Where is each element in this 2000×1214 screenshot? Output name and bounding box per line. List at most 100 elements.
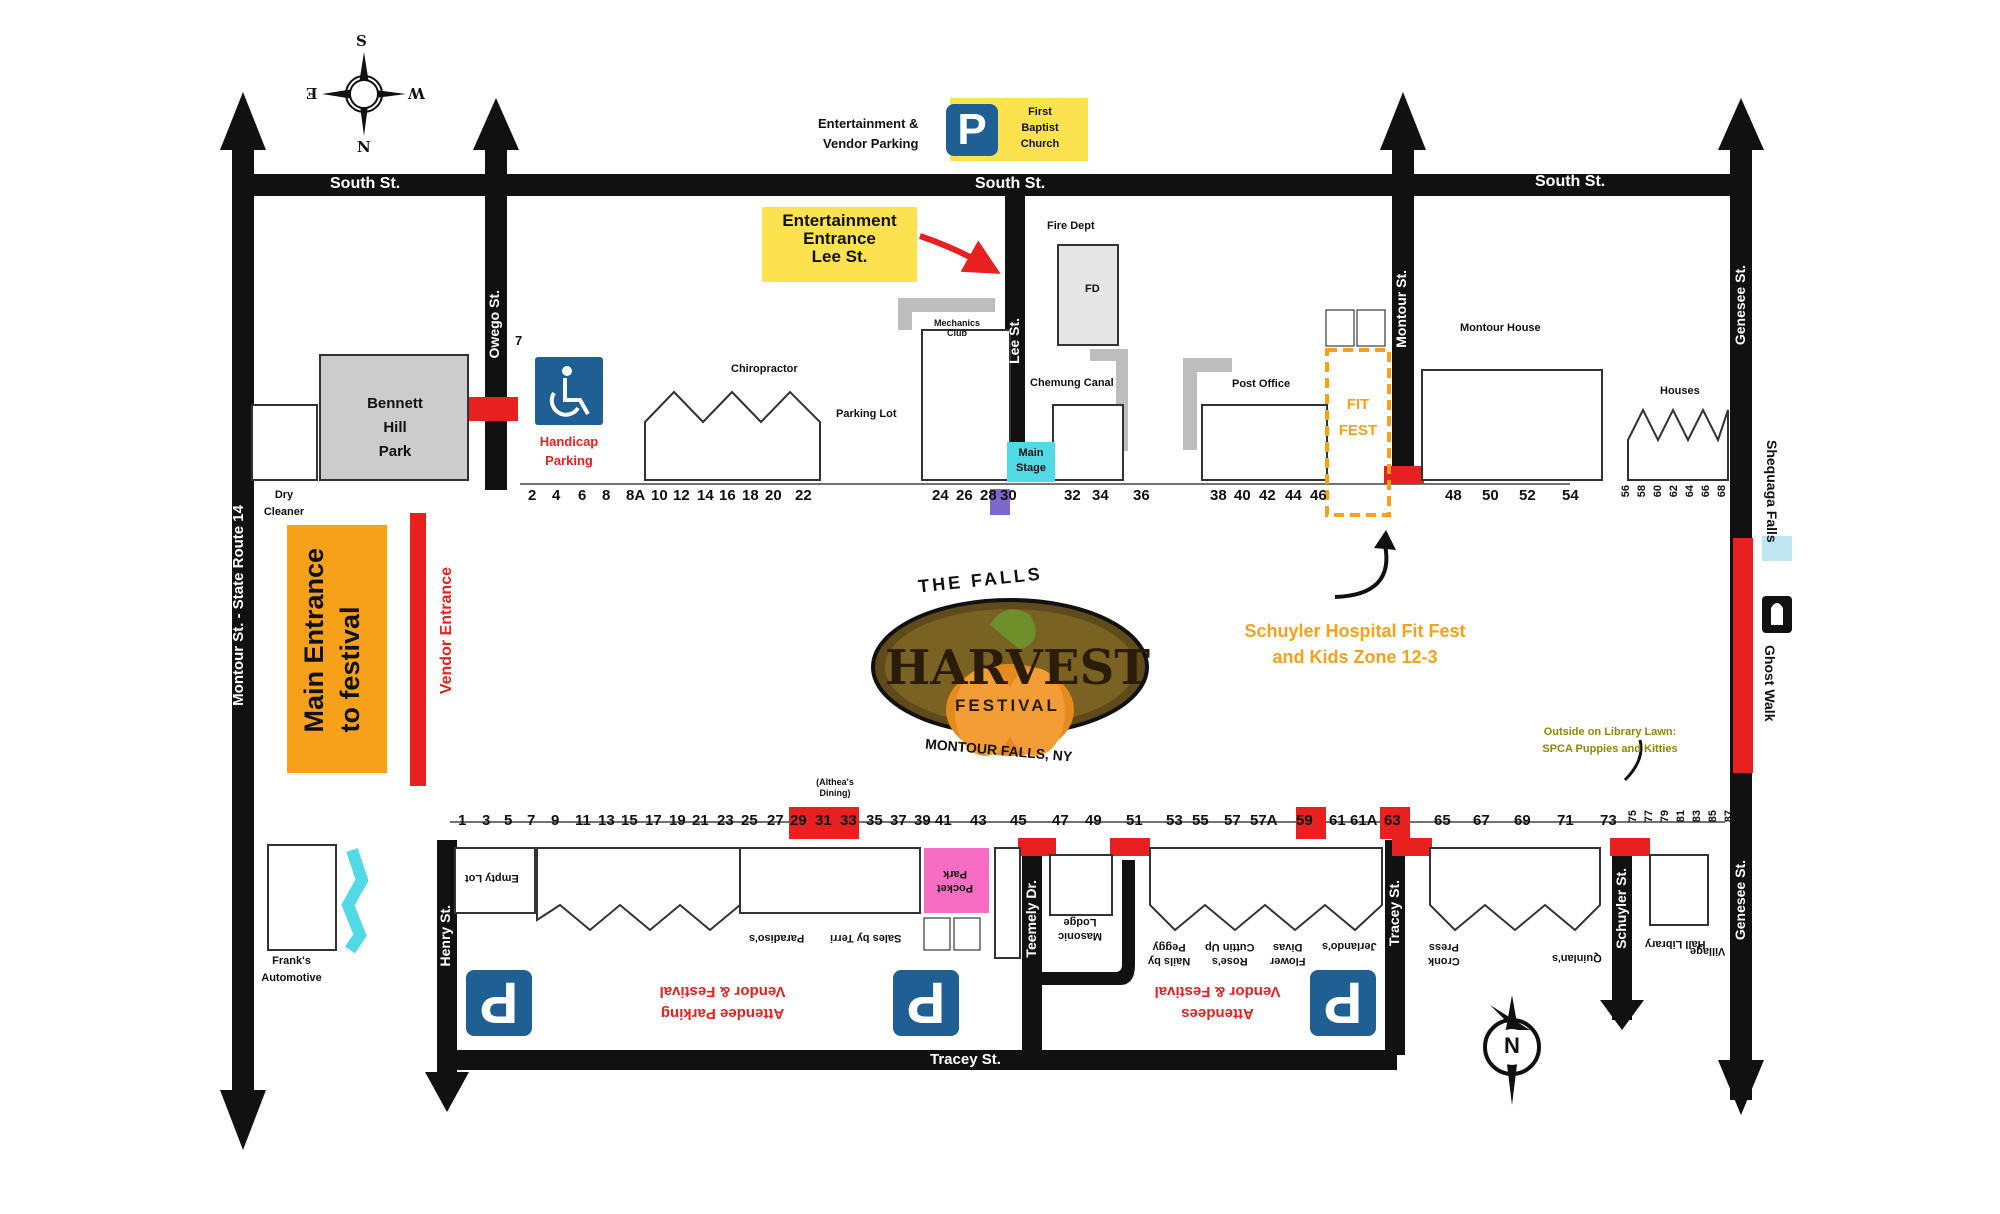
booth-number: 4	[552, 487, 561, 504]
booth-number: 13	[598, 812, 615, 829]
booth-29-33	[789, 807, 859, 839]
booth-number: 75	[1627, 810, 1639, 823]
booth-number: 51	[1126, 812, 1143, 829]
booth-number: 83	[1691, 810, 1703, 823]
booth-number: 8	[602, 487, 611, 504]
booth-number: 57A	[1250, 812, 1278, 829]
pocket-park-area	[924, 848, 989, 913]
booth-number: 14	[697, 487, 714, 504]
booth-number: 26	[956, 487, 973, 504]
booth-number: 69	[1514, 812, 1531, 829]
genesee-upper-label: Genesee St.	[1732, 265, 1748, 346]
booth-number: 87	[1723, 810, 1735, 823]
booth-number: 32	[1064, 487, 1081, 504]
owego-st-label: Owego St.	[486, 290, 502, 359]
booth-number: 56	[1620, 485, 1632, 498]
booth-number: 24	[932, 487, 949, 504]
lee-st-label: Lee St.	[1006, 318, 1022, 364]
booth-number: 58	[1636, 485, 1648, 498]
booth-number: 27	[767, 812, 784, 829]
quinlans-label: Quinlan's	[1552, 952, 1602, 964]
south-st-label-mid: South St.	[975, 175, 1046, 192]
jerlandos-label: Jerlando's	[1322, 940, 1377, 952]
booth-number: 48	[1445, 487, 1462, 504]
booth-number: 42	[1259, 487, 1276, 504]
booth-number: 9	[551, 812, 560, 829]
booth-number: 33	[840, 812, 857, 829]
tracey-st-vert-label: Tracey St.	[1386, 880, 1402, 947]
booth-number: 16	[719, 487, 736, 504]
owego-entrance-marker	[466, 397, 518, 421]
parking-p-icon-2: P	[893, 970, 959, 1036]
booth-number: 17	[645, 812, 662, 829]
logo-harvest: HARVEST	[885, 640, 1150, 696]
teemely-road	[1022, 840, 1042, 1060]
ghost-walk-label: Ghost Walk	[1762, 645, 1778, 722]
compass-e-letter: E	[306, 84, 318, 102]
booth-number: 34	[1092, 487, 1109, 504]
booth-number: 63	[1384, 812, 1401, 829]
booth-number: 8A	[626, 487, 646, 504]
henry-arrow	[425, 1072, 469, 1112]
row-buildings-2	[1149, 847, 1383, 932]
booth-number: 21	[692, 812, 709, 829]
booth-number: 18	[742, 487, 759, 504]
genesee-lower-label: Genesee St.	[1732, 860, 1748, 941]
booth-number: 28	[980, 487, 997, 504]
booth-number: 53	[1166, 812, 1183, 829]
booth-number: 55	[1192, 812, 1209, 829]
entrance-markers	[410, 397, 1753, 856]
library-building	[1649, 854, 1709, 926]
booth-number: 67	[1473, 812, 1490, 829]
compass-w-letter: W	[408, 84, 425, 102]
franks-automotive-building	[267, 844, 337, 951]
booth-number: 20	[765, 487, 782, 504]
genesee-arrow-up	[1718, 98, 1764, 150]
genesee-red-bar	[1733, 538, 1753, 773]
post-office-label: Post Office	[1232, 378, 1291, 390]
entertainment-parking-label: Entertainment &Vendor Parking	[818, 116, 919, 151]
lodge-marker	[1110, 838, 1150, 856]
montour-st-label: Montour St. - State Route 14	[230, 505, 247, 706]
parking-p-icon-3: P	[1310, 970, 1376, 1036]
bennett-hill-park	[319, 354, 469, 481]
building-7-label: 7	[515, 333, 523, 348]
compass-bottom-n: N	[1504, 1033, 1520, 1058]
booth-63	[1380, 807, 1410, 839]
dry-cleaner-building	[251, 404, 318, 481]
booth-number: 11	[575, 812, 591, 829]
montour-upper-arrow	[1380, 92, 1426, 150]
booth-number: 22	[795, 487, 812, 504]
paradisos-sales-building	[739, 847, 921, 914]
booth-number: 57	[1224, 812, 1241, 829]
booth-number: 3	[482, 812, 491, 829]
booth-59	[1296, 807, 1326, 839]
empty-lot-label: Empty Lot	[465, 872, 519, 884]
booth-number: 44	[1285, 487, 1302, 504]
fit-fest-arrow	[1334, 544, 1389, 599]
montour-upper-label: Montour St.	[1393, 270, 1409, 348]
schuyler-marker	[1610, 838, 1650, 856]
booth-number: 49	[1085, 812, 1102, 829]
main-stage-area	[1007, 442, 1055, 482]
fit-fest-marker	[1384, 466, 1424, 484]
south-st-label-right: South St.	[1535, 173, 1606, 190]
compass-n-letter: N	[357, 138, 371, 156]
compass-s-letter: S	[356, 32, 367, 50]
booth-number: 60	[1652, 485, 1664, 498]
booth-number: 37	[890, 812, 907, 829]
booth-number: 19	[669, 812, 686, 829]
